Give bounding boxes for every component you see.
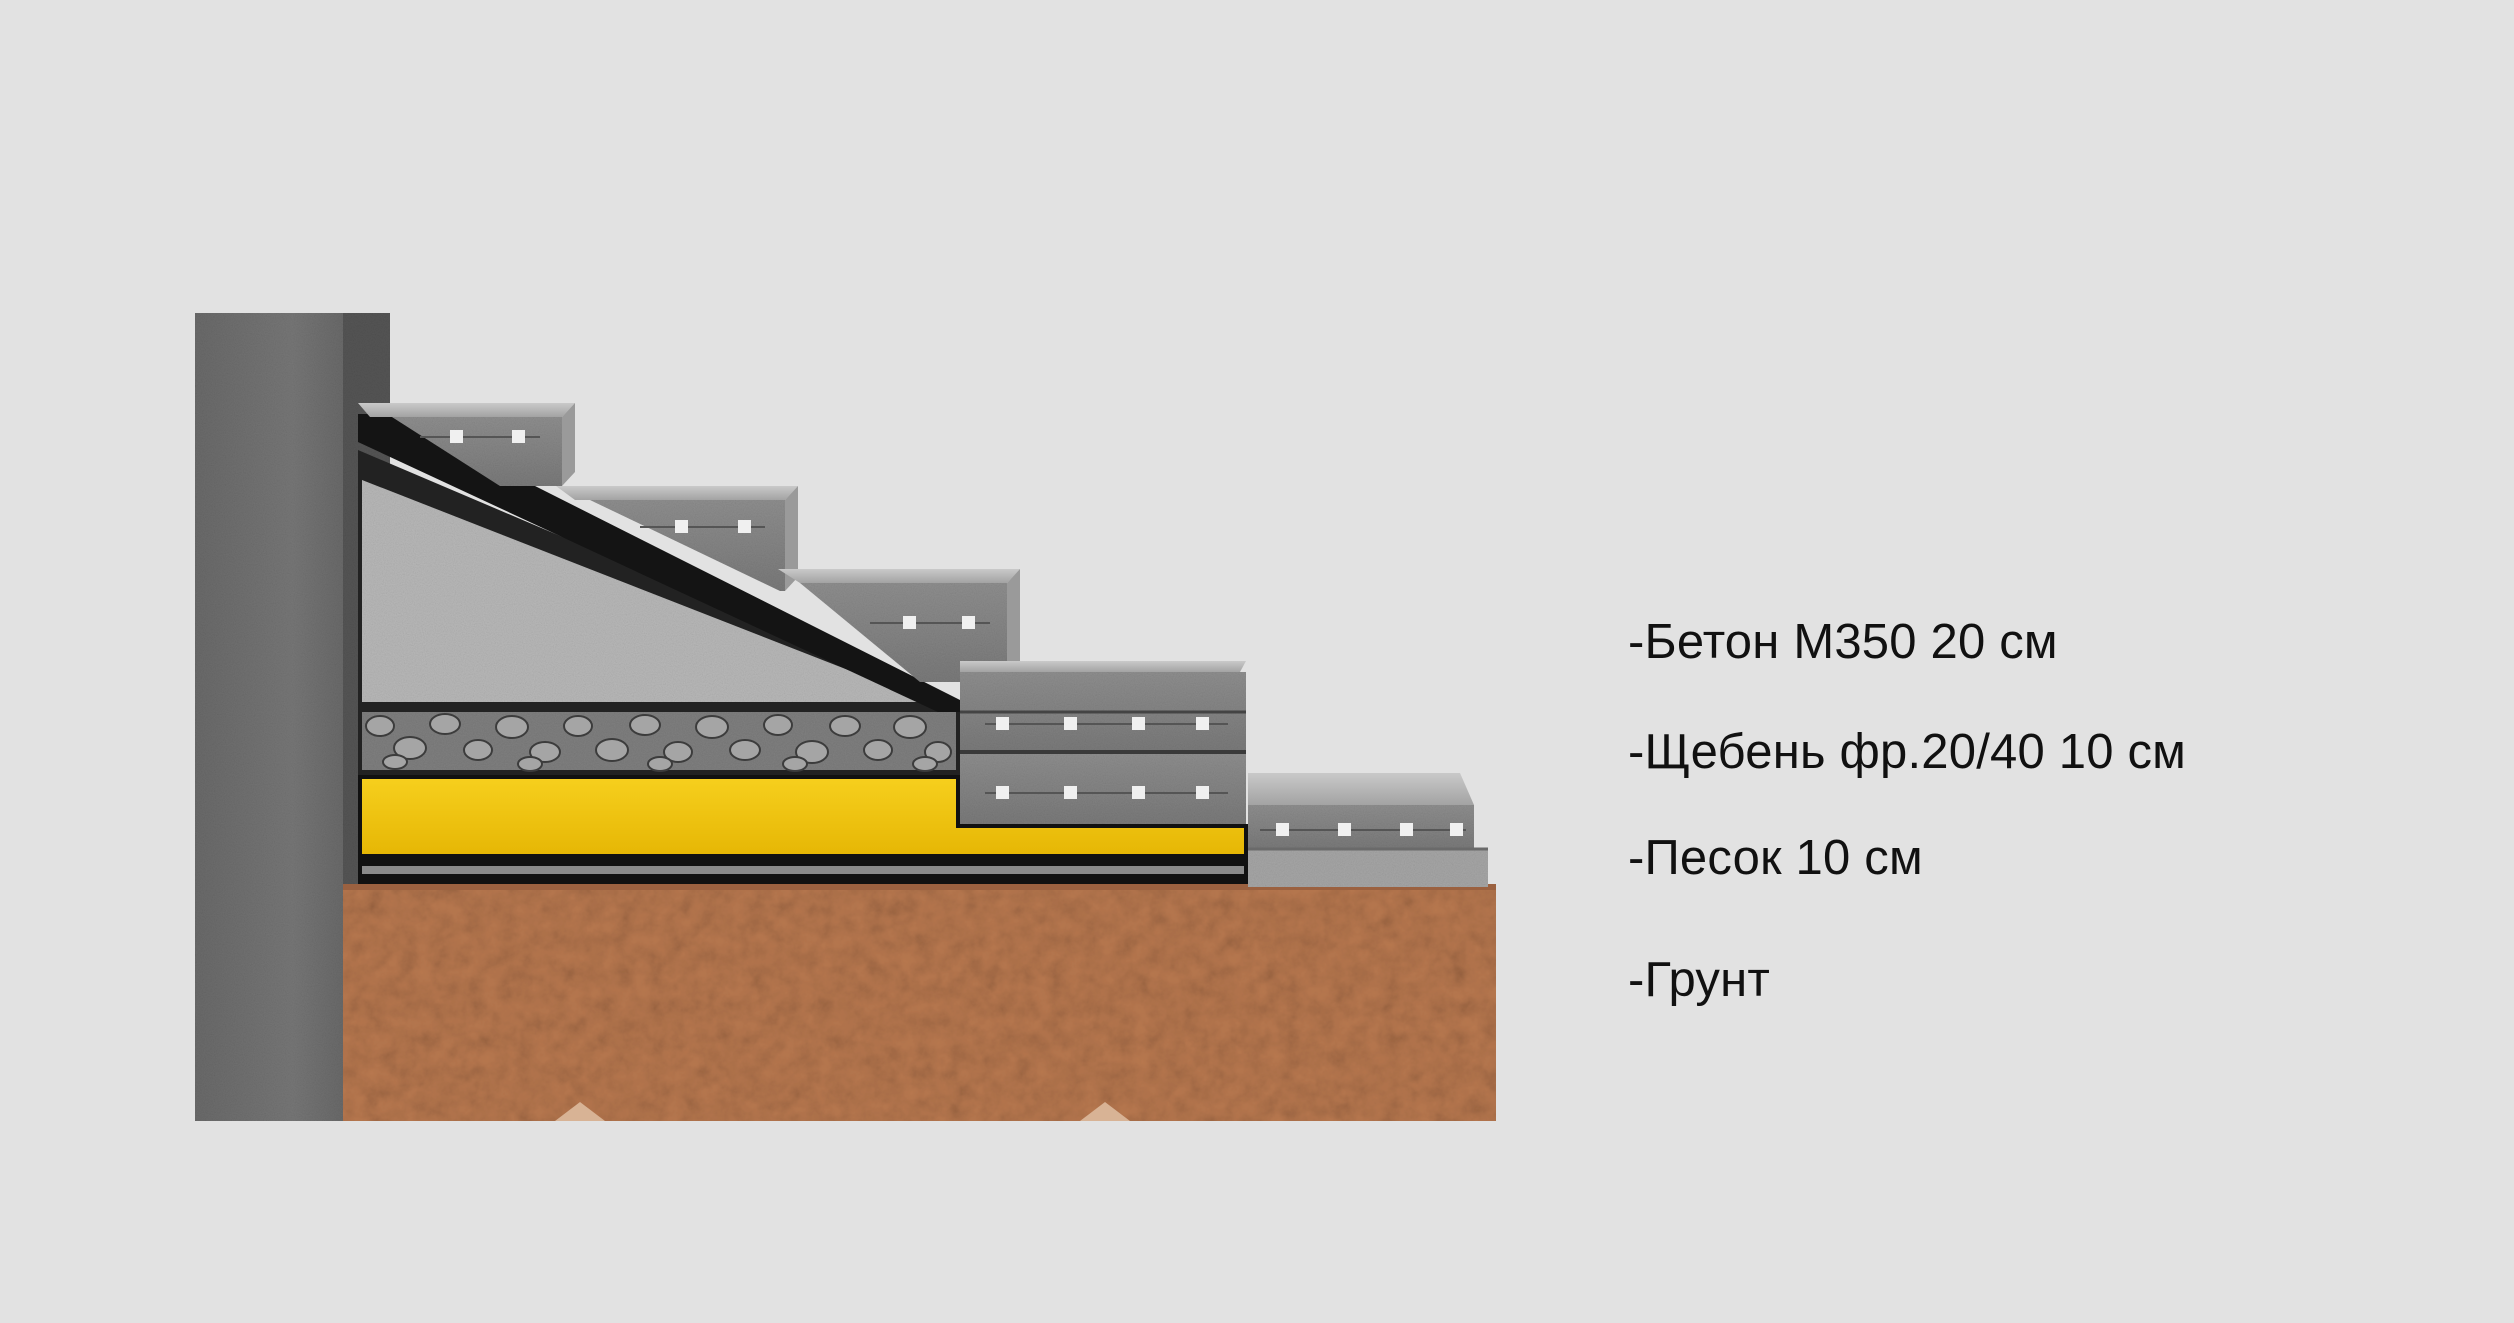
layers-legend: -Бетон М350 20 см -Щебень фр.20/40 10 см… [1628,600,2428,1020]
soil-layer [343,884,1496,1121]
concrete-step-3 [778,569,1020,682]
concrete-step-5 [1248,773,1488,887]
legend-gravel: -Щебень фр.20/40 10 см [1628,725,2187,779]
membrane-bottom [358,858,1248,884]
legend-sand: -Песок 10 см [1628,831,1923,885]
legend-concrete: -Бетон М350 20 см [1628,615,2058,669]
stair-cross-section-diagram [195,313,1496,1121]
concrete-step-2 [556,486,798,591]
gravel-layer [358,706,960,775]
legend-soil: -Грунт [1628,953,1771,1007]
concrete-step-4 [960,661,1246,824]
membrane-diagonal [358,414,960,712]
soil-bumps [555,1102,1130,1121]
concrete-step-1 [358,403,575,486]
sand-layer [358,775,1248,858]
